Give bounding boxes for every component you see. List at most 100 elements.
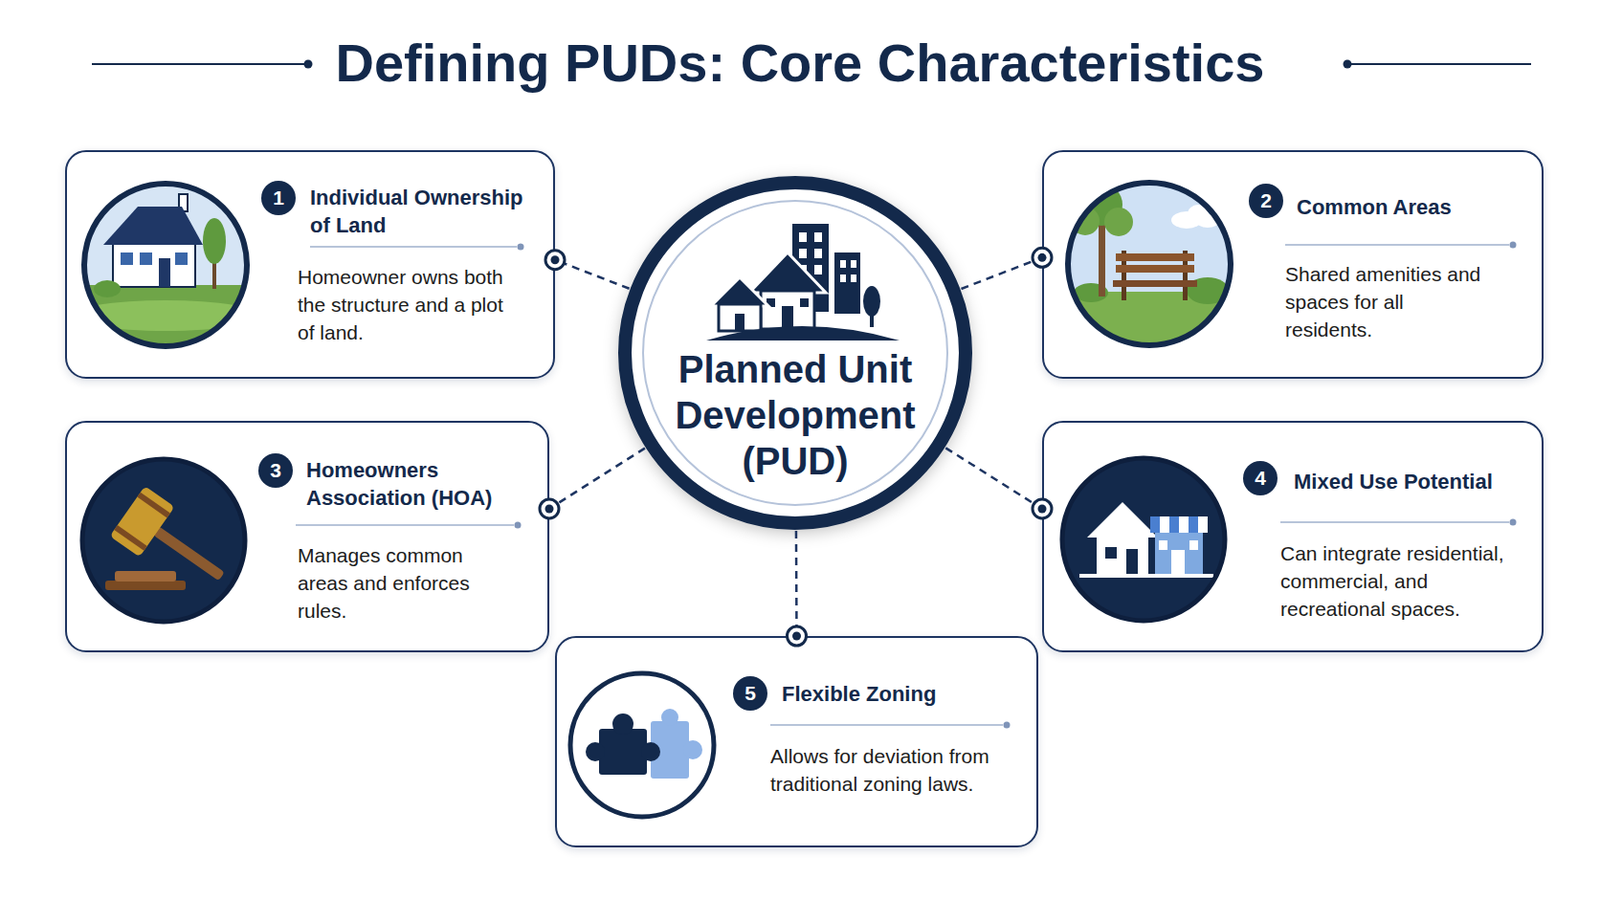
icon-background xyxy=(81,457,254,630)
gavel xyxy=(110,486,240,602)
card-description: Homeowner owns both the structure and a … xyxy=(297,263,506,347)
number-badge: 5 xyxy=(733,676,768,712)
dashed-connector xyxy=(945,447,1043,510)
window xyxy=(814,265,823,275)
window xyxy=(799,265,807,275)
cloud xyxy=(1171,211,1202,229)
connector-dot xyxy=(787,626,807,646)
characteristic-card: Individual Ownership of LandHomeowner ow… xyxy=(65,150,556,379)
dashed-connector xyxy=(795,531,799,637)
shop-awning xyxy=(1150,516,1208,534)
dashed-connector xyxy=(961,257,1043,289)
neighbourhood-icon xyxy=(706,223,900,341)
puzzle-piece xyxy=(650,721,689,779)
bench-leg xyxy=(1121,250,1127,301)
house-door xyxy=(781,306,794,330)
title-rule xyxy=(91,60,1532,69)
rule-dot xyxy=(1343,60,1353,69)
tree-crown xyxy=(1080,183,1123,226)
window xyxy=(814,248,823,259)
dot-ring xyxy=(539,499,559,519)
bench-seat xyxy=(1112,280,1198,288)
sky xyxy=(1062,181,1235,355)
rule-line xyxy=(91,63,309,66)
card-heading: Mixed Use Potential xyxy=(1293,467,1534,496)
sky xyxy=(81,181,254,355)
illustration-ring xyxy=(1062,458,1225,622)
awning-stripe xyxy=(1169,516,1179,534)
house-window xyxy=(800,298,809,308)
separator-dot xyxy=(514,522,522,530)
badge-circle xyxy=(1248,183,1284,219)
dashed-connector xyxy=(549,448,645,510)
icon-background xyxy=(569,672,718,822)
gavel-band xyxy=(113,525,148,552)
puzzle-knob xyxy=(585,742,605,762)
ground-line xyxy=(1079,574,1214,578)
house-roof xyxy=(103,206,203,245)
illustration-ring xyxy=(84,183,247,347)
house-door xyxy=(1126,549,1138,576)
bush xyxy=(93,280,121,298)
number-badge: 1 xyxy=(261,180,296,216)
characteristic-card: Mixed Use PotentialCan integrate residen… xyxy=(1042,421,1544,653)
rule-dot xyxy=(304,60,313,69)
illustration-ring xyxy=(1067,182,1231,346)
card-heading: Individual Ownership of Land xyxy=(310,183,533,240)
house-body xyxy=(112,239,196,288)
house-body xyxy=(760,290,815,330)
window xyxy=(814,232,823,243)
separator-dot xyxy=(1003,722,1011,730)
shop-window xyxy=(1158,540,1168,551)
badge-circle xyxy=(733,676,768,712)
bush xyxy=(1073,283,1109,303)
window xyxy=(850,260,857,268)
chimney xyxy=(178,194,188,212)
tree-trunk xyxy=(869,306,874,328)
house-window xyxy=(139,252,153,266)
house-roof xyxy=(711,277,769,307)
window xyxy=(840,274,846,283)
dot-core xyxy=(1038,504,1047,513)
characteristic-card: Common AreasShared amenities and spaces … xyxy=(1042,150,1544,379)
hub-ring xyxy=(624,182,966,524)
characteristic-card: Homeowners Association (HOA)Manages comm… xyxy=(65,421,550,653)
sound-block xyxy=(114,571,177,582)
gavel-handle xyxy=(153,526,225,581)
mixed-use-illustration xyxy=(1057,457,1230,630)
card-heading: Flexible Zoning xyxy=(781,680,1012,709)
dot-core xyxy=(1038,253,1047,263)
separator-dot xyxy=(517,244,525,251)
lawn-highlight xyxy=(69,300,262,332)
dot-ring xyxy=(1032,499,1052,519)
gavel-head xyxy=(110,486,176,557)
tree-trunk xyxy=(212,250,217,289)
window xyxy=(850,274,857,283)
tree-crown xyxy=(1070,206,1100,236)
dot-core xyxy=(551,255,560,265)
dot-ring xyxy=(1032,247,1052,267)
characteristic-card: Flexible ZoningAllows for deviation from… xyxy=(555,636,1039,848)
badge-circle xyxy=(261,180,296,216)
connector-dot xyxy=(1032,247,1052,267)
dot-ring xyxy=(545,250,565,270)
house-window xyxy=(120,252,134,266)
card-description: Allows for deviation from traditional zo… xyxy=(770,742,1005,799)
hub-inner-ring xyxy=(643,200,948,506)
card-description: Shared amenities and spaces for all resi… xyxy=(1285,260,1489,344)
bench-leg xyxy=(1182,250,1188,301)
puzzle-knob xyxy=(661,709,679,727)
tree-trunk xyxy=(1098,215,1106,297)
house-window xyxy=(1105,547,1117,559)
icon-background xyxy=(1057,457,1230,630)
separator-dots xyxy=(514,242,1517,730)
ground-hill xyxy=(706,326,900,341)
puzzle-knob xyxy=(641,742,661,762)
rule-line xyxy=(1347,63,1532,66)
central-label: Planned Unit Development (PUD) xyxy=(661,346,930,485)
park-illustration xyxy=(1062,181,1235,359)
card-description: Can integrate residential, commercial, a… xyxy=(1280,539,1515,623)
number-badge: 4 xyxy=(1243,461,1278,496)
